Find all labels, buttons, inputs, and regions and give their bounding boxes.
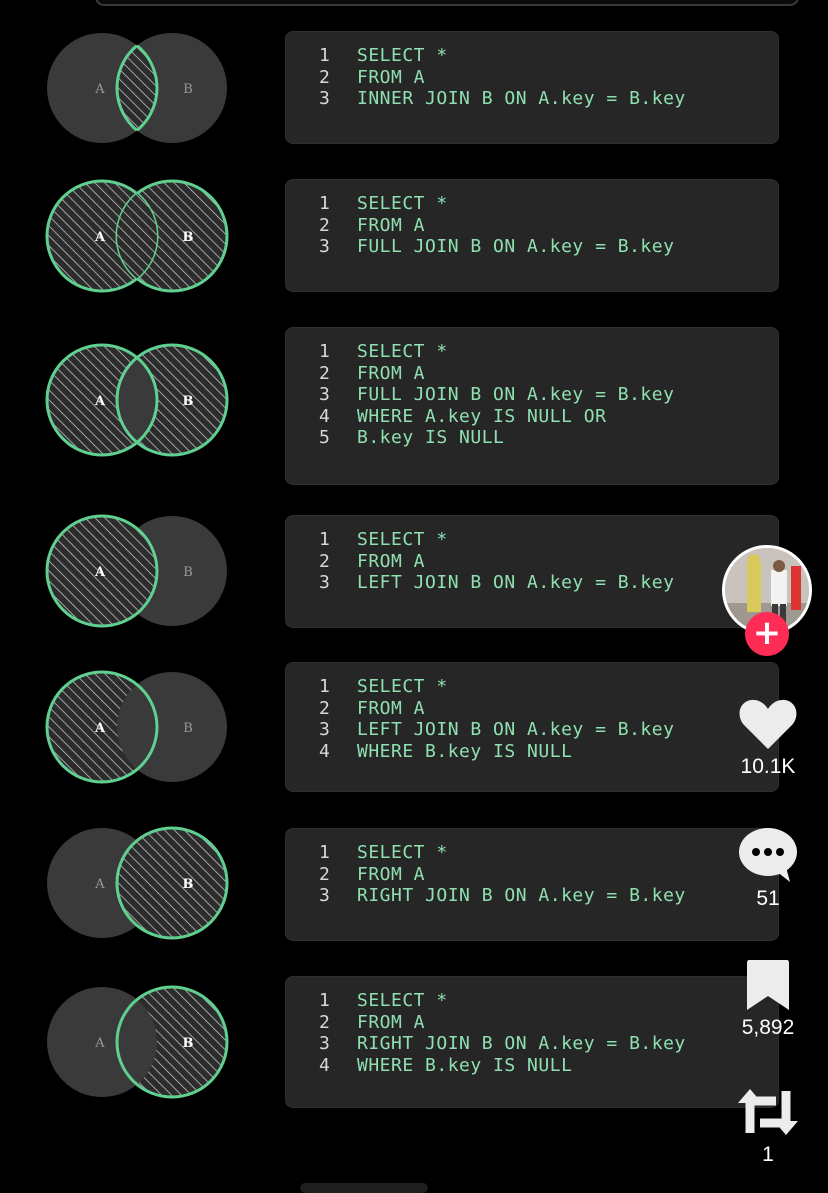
sql-text: WHERE B.key IS NULL	[357, 740, 573, 762]
set-b-label: B	[183, 394, 194, 409]
line-number: 5	[319, 427, 331, 448]
share-count: 1	[762, 1143, 774, 1166]
save-count: 5,892	[741, 1016, 795, 1039]
bookmark-icon	[747, 960, 789, 1010]
sql-text: LEFT JOIN B ON A.key = B.key	[357, 719, 675, 740]
intersection-region	[117, 672, 157, 782]
sql-code-block: 1 SELECT * 2 FROM A 3 INNER JOIN B ON A.key =…	[285, 31, 779, 144]
set-a-label: A	[94, 230, 106, 245]
comment-button[interactable]: 51	[722, 827, 814, 911]
share-button[interactable]: 1	[722, 1085, 814, 1167]
sql-text: LEFT JOIN B ON A.key = B.key	[357, 572, 675, 593]
sql-text: FROM A	[357, 697, 426, 719]
set-b-label: B	[183, 82, 193, 97]
sql-text: SELECT *	[357, 676, 448, 697]
comment-count: 51	[756, 887, 780, 910]
sql-text: FROM A	[357, 214, 426, 236]
line-number: 3	[319, 1033, 331, 1054]
save-button[interactable]: 5,892	[722, 958, 814, 1040]
line-number: 3	[319, 572, 331, 593]
set-b-label: B	[183, 877, 194, 892]
intersection-region	[117, 345, 157, 455]
sql-text: FROM A	[357, 550, 426, 572]
line-number: 3	[319, 885, 331, 906]
line-number: 1	[319, 676, 331, 697]
sql-text: WHERE B.key IS NULL	[357, 1054, 573, 1076]
sql-code-block: 1 SELECT * 2 FROM A 3 LEFT JOIN B ON A.key = …	[285, 515, 779, 628]
sql-text: B.key IS NULL	[357, 427, 505, 448]
sql-text: FROM A	[357, 863, 426, 885]
line-number: 3	[319, 384, 331, 405]
sql-text: RIGHT JOIN B ON A.key = B.key	[357, 1033, 686, 1054]
sql-text: SELECT *	[357, 990, 448, 1011]
sql-text: RIGHT JOIN B ON A.key = B.key	[357, 885, 686, 906]
line-number: 2	[319, 863, 331, 885]
line-number: 1	[319, 193, 331, 214]
sql-text: SELECT *	[357, 341, 448, 362]
line-number: 2	[319, 66, 331, 88]
line-number: 1	[319, 529, 331, 550]
sql-code-block: 1 SELECT * 2 FROM A 3 RIGHT JOIN B ON A.key =…	[285, 976, 779, 1108]
sql-text: INNER JOIN B ON A.key = B.key	[357, 88, 686, 109]
sql-code-block: 1 SELECT * 2 FROM A 3 RIGHT JOIN B ON A.key =…	[285, 828, 779, 941]
sql-code-block: 1 SELECT * 2 FROM A 3 FULL JOIN B ON A.key = …	[285, 179, 779, 292]
like-count: 10.1K	[740, 755, 796, 778]
sql-text: SELECT *	[357, 529, 448, 550]
sql-text: FULL JOIN B ON A.key = B.key	[357, 384, 675, 405]
set-a-label: A	[94, 82, 105, 97]
sql-text: FULL JOIN B ON A.key = B.key	[357, 236, 675, 257]
set-b-label: B	[183, 721, 193, 736]
sql-text: FROM A	[357, 1011, 426, 1033]
set-a-label: A	[94, 1036, 105, 1051]
set-a-label: A	[94, 565, 106, 580]
intersection-region	[117, 987, 157, 1097]
line-number: 4	[319, 1054, 331, 1076]
sql-text: SELECT *	[357, 842, 448, 863]
line-number: 2	[319, 550, 331, 572]
intersection-region	[117, 516, 157, 626]
line-number: 2	[319, 697, 331, 719]
sql-text: SELECT *	[357, 45, 448, 66]
top-search-bar-edge	[95, 0, 799, 6]
like-button[interactable]: 10.1K	[722, 697, 814, 779]
line-number: 1	[319, 990, 331, 1011]
line-number: 4	[319, 740, 331, 762]
set-a-label: A	[94, 394, 106, 409]
line-number: 4	[319, 405, 331, 427]
heart-icon	[739, 699, 797, 749]
line-number: 2	[319, 362, 331, 384]
follow-button[interactable]: +	[745, 612, 789, 656]
line-number: 3	[319, 88, 331, 109]
sql-text: FROM A	[357, 362, 426, 384]
sql-code-block: 1 SELECT * 2 FROM A 3 LEFT JOIN B ON A.key = …	[285, 662, 779, 792]
set-b-label: B	[183, 565, 193, 580]
line-number: 1	[319, 341, 331, 362]
set-b-label: B	[183, 230, 194, 245]
line-number: 3	[319, 719, 331, 740]
line-number: 2	[319, 214, 331, 236]
sql-text: SELECT *	[357, 193, 448, 214]
sql-text: WHERE A.key IS NULL OR	[357, 405, 607, 427]
set-b-label: B	[183, 1036, 194, 1051]
line-number: 1	[319, 45, 331, 66]
sql-code-block: 1 SELECT * 2 FROM A 3 FULL JOIN B ON A.key = …	[285, 327, 779, 485]
sql-text: FROM A	[357, 66, 426, 88]
intersection-region	[117, 828, 157, 938]
line-number: 2	[319, 1011, 331, 1033]
home-indicator	[300, 1183, 428, 1193]
repost-icon	[738, 1089, 798, 1135]
set-a-label: A	[94, 877, 105, 892]
comment-bubble-icon	[739, 828, 797, 882]
line-number: 1	[319, 842, 331, 863]
line-number: 3	[319, 236, 331, 257]
set-a-label: A	[94, 721, 106, 736]
intersection-region	[117, 33, 157, 143]
